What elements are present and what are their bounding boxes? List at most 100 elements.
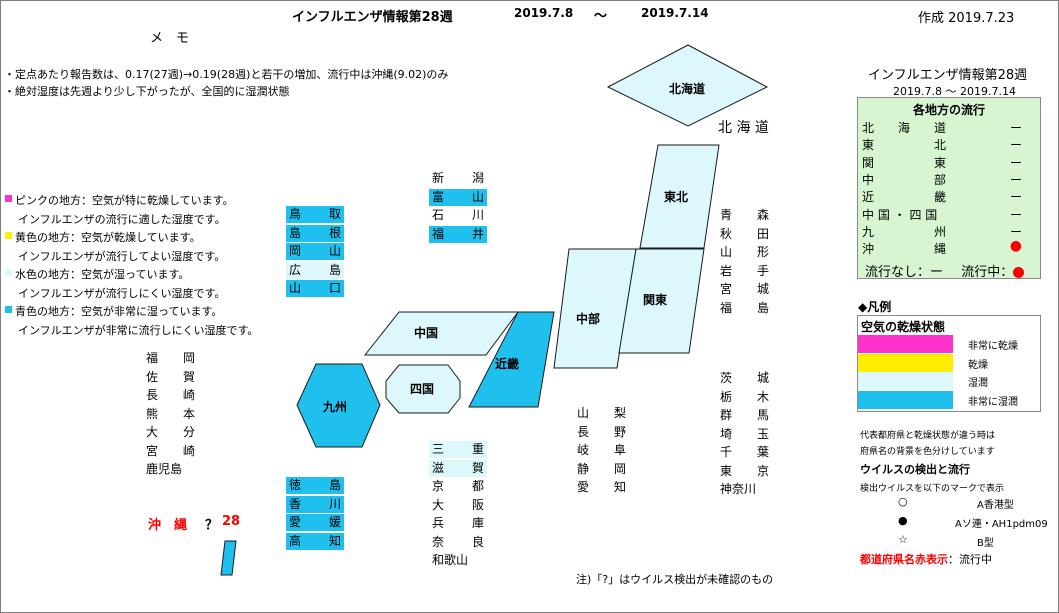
region-okinawa-shape: [220, 540, 237, 576]
pref-name-first: 東: [720, 463, 733, 478]
pref-name-first: 佐: [146, 369, 159, 384]
pref-name-first: 栃: [720, 389, 733, 404]
panel-row-value: ー: [1009, 172, 1022, 187]
pref-name-first: 福: [146, 351, 159, 365]
virus-mark-text: A香港型: [977, 500, 1014, 511]
legend-note-1: 代表都府県と乾燥状態が違う時は: [860, 431, 996, 441]
region-kinki-shape: [468, 311, 555, 408]
panel-row: 関 東ー: [862, 154, 1036, 171]
pref-tohoku-1: 秋田: [717, 226, 772, 243]
pref-name-last: 崎: [182, 443, 195, 458]
pref-hokuriku-2: 石川: [429, 207, 487, 224]
pref-kinki-0: 三重: [429, 441, 487, 458]
pref-name-first: 愛: [577, 480, 590, 494]
pref-name-first: 宮: [720, 282, 733, 296]
pref-name-last: 根: [328, 225, 341, 240]
pref-kinki-3: 大阪: [429, 497, 487, 514]
date-to: 2019.7.14: [641, 6, 709, 20]
pref-name-first: 兵: [432, 516, 445, 530]
pref-name-last: 馬: [756, 408, 769, 422]
virus-mark-symbol: ●: [898, 514, 908, 527]
legend-line: 黄色の地方：空気が乾燥しています。: [15, 231, 201, 244]
pref-chugoku-4: 山口: [286, 280, 344, 297]
pref-kanto-2: 群馬: [717, 407, 772, 424]
pref-name-first: 静: [577, 461, 590, 476]
pref-kanto-6: 神奈川: [717, 481, 772, 498]
pref-name-last: 木: [756, 389, 769, 404]
legend-line: インフルエンザの流行に適した湿度です。: [18, 212, 226, 226]
pref-name-first: 長: [577, 424, 590, 439]
created-date: 作成 2019.7.23: [918, 11, 1015, 26]
pref-chugoku-0: 鳥取: [286, 206, 344, 223]
pref-name-last: 玉: [756, 426, 769, 441]
date-from: 2019.7.8: [514, 6, 574, 20]
pref-name-first: 滋: [432, 460, 445, 475]
legend-box-head: 空気の乾燥状態: [861, 320, 946, 334]
region-label-kyushu: 九州: [323, 400, 348, 414]
pref-name-last: 島: [328, 478, 341, 492]
pref-name-first: 香: [289, 496, 302, 511]
pref-chubu-0: 山梨: [574, 405, 629, 422]
pref-name-last: 京: [756, 463, 769, 478]
pref-shikoku-2: 愛媛: [286, 514, 344, 531]
dryness-legend: 空気の乾燥状態 非常に乾燥乾燥湿潤非常に湿潤: [857, 315, 1041, 412]
virus-mark-text: B型: [977, 538, 994, 549]
region-chubu-shape: [553, 248, 637, 369]
pref-name-last: 阜: [613, 443, 626, 457]
panel-row-value: ー: [1009, 155, 1022, 170]
legend-text: 非常に乾燥: [968, 341, 1018, 352]
pref-kyushu-6: 鹿児島: [143, 461, 198, 478]
legend-swatch: [858, 335, 953, 353]
panel-row: 九 州ー: [862, 223, 1036, 240]
pref-name-first: 和歌山: [432, 553, 469, 567]
regional-epidemic-panel: 各地方の流行 北 海 道ー東 北ー関 東ー中 部ー近 畿ー中 国 ・ 四 国ー九…: [857, 97, 1041, 280]
panel-row-value: ●: [1009, 238, 1022, 255]
pref-name-first: 広: [289, 262, 302, 277]
okinawa-week: 28: [222, 514, 241, 529]
legend-row-cyan: 非常に湿潤: [858, 390, 1040, 409]
panel-row: 近 畿ー: [862, 188, 1036, 205]
pref-kyushu-4: 大分: [143, 424, 198, 441]
pref-tohoku-4: 宮城: [717, 281, 772, 298]
virus-mark-symbol: ○: [898, 495, 908, 508]
region-label-kinki: 近畿: [495, 357, 520, 371]
pref-name-last: 分: [182, 425, 195, 439]
pref-name-first: 大: [146, 425, 159, 439]
legend-note-2: 府県名の背景を色分けしています: [860, 447, 995, 457]
panel-row: 北 海 道ー: [862, 119, 1036, 136]
pref-name-last: 山: [328, 244, 341, 258]
legend-swatch-pink: [5, 195, 12, 202]
pref-name-last: 山: [471, 189, 484, 204]
pref-name-first: 青: [720, 208, 733, 222]
pref-kinki-1: 滋賀: [429, 459, 487, 477]
red-label-row: 都道府県名赤表示：流行中: [860, 551, 992, 567]
region-shikoku-shape: [385, 364, 461, 414]
pref-kinki-4: 兵庫: [429, 515, 487, 532]
pref-name-first: 愛: [289, 515, 302, 529]
footer-active: 流行中：: [961, 265, 1014, 280]
pref-name-last: 賀: [182, 369, 195, 384]
pref-name-first: 長: [146, 388, 159, 402]
pref-name-first: 高: [289, 533, 302, 548]
legend-line: インフルエンザが流行してよい湿度です。: [18, 249, 226, 263]
legend-swatch-yellow: [5, 232, 12, 239]
pref-name-first: 山: [720, 245, 733, 259]
pref-name-first: 岡: [289, 244, 302, 258]
pref-name-last: 形: [756, 245, 769, 259]
pref-chubu-3: 静岡: [574, 461, 629, 478]
panel-row-name: 中 部: [862, 172, 947, 187]
region-label-hokkaido: 北海道: [669, 82, 706, 96]
pref-name-last: 川: [471, 208, 484, 222]
pref-name-first: 大: [432, 497, 445, 512]
pref-name-last: 良: [471, 534, 484, 549]
pref-name-last: 城: [756, 371, 769, 385]
panel-row: 東 北ー: [862, 136, 1036, 153]
pref-name-first: 岐: [577, 443, 590, 457]
pref-name-last: 知: [328, 533, 341, 548]
pref-name-last: 梨: [613, 406, 626, 420]
panel-row-name: 東 北: [862, 138, 947, 153]
panel-row-name: 関 東: [862, 155, 947, 170]
region-label-chugoku: 中国: [414, 326, 439, 340]
pref-name-first: 山: [577, 406, 590, 420]
pref-tohoku-0: 青森: [717, 207, 772, 224]
